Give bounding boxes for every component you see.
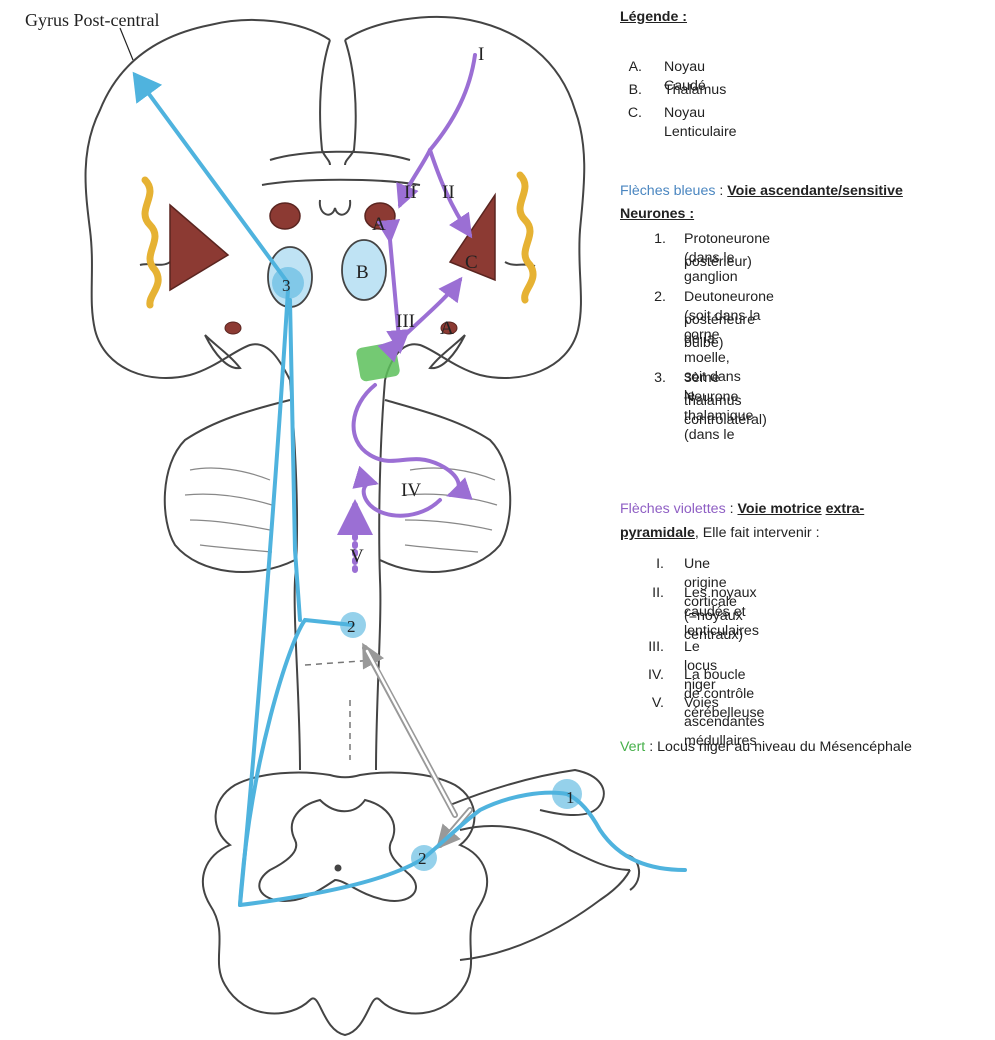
- insula-left: [145, 180, 158, 305]
- neurone-number: 3.: [644, 369, 666, 388]
- roman-number: IV.: [642, 666, 664, 685]
- separator: :: [726, 501, 738, 517]
- green-rest: : Locus niger au niveau du Mésencéphale: [645, 739, 912, 755]
- label-IV: IV: [401, 480, 421, 501]
- legend-title: Légende :: [620, 8, 687, 27]
- blue-root: [424, 793, 685, 870]
- caudate-nucleus-left: [270, 203, 300, 229]
- label-V: V: [350, 546, 364, 567]
- brain-outline: [86, 17, 585, 380]
- legend-letter: B.: [620, 81, 642, 100]
- neurone-line: bulbe): [684, 334, 723, 353]
- violet-rest: , Elle fait intervenir :: [695, 525, 820, 541]
- locus-niger: [355, 342, 400, 382]
- label-A-right: A: [440, 318, 454, 339]
- neurones-title: Neurones :: [620, 205, 694, 224]
- label-C: C: [465, 252, 478, 273]
- neurone-line: postérieur): [684, 253, 752, 272]
- violet-caudate-niger: [390, 240, 400, 350]
- violet-cortical-origin: [430, 55, 475, 150]
- label-II-right: II: [442, 182, 455, 203]
- neurone-number: 2.: [644, 288, 666, 307]
- label-node-2-upper: 2: [347, 617, 356, 636]
- label-node-2-lower: 2: [418, 849, 427, 868]
- label-II-left: II: [404, 182, 417, 203]
- roman-number: II.: [642, 584, 664, 603]
- label-A-left: A: [372, 214, 386, 235]
- legend-text: Noyau Lenticulaire: [664, 104, 737, 142]
- legend-text: Thalamus: [664, 81, 726, 100]
- label-node-1: 1: [566, 788, 575, 807]
- label-I: I: [478, 44, 484, 65]
- roman-number: I.: [642, 555, 664, 574]
- violet-arrows-header: Flèches violettes : Voie motrice extra-: [620, 500, 864, 519]
- label-B: B: [356, 262, 369, 283]
- legend-letter: A.: [620, 58, 642, 77]
- violet-keyword-3: pyramidale: [620, 525, 695, 541]
- neurone-line: thalamus controlatéral): [684, 392, 767, 430]
- small-nucleus-left: [225, 322, 241, 334]
- blue-lemniscus: [290, 300, 300, 620]
- neurone-number: 1.: [644, 230, 666, 249]
- roman-number: III.: [642, 638, 664, 657]
- label-node-3: 3: [282, 276, 291, 295]
- green-label: Vert: [620, 739, 645, 755]
- roman-number: V.: [642, 694, 664, 713]
- violet-arrows-header-line2: pyramidale, Elle fait intervenir :: [620, 524, 820, 543]
- violet-keyword-1: Voie motrice: [738, 501, 822, 517]
- violet-keyword-2: extra-: [826, 501, 865, 517]
- lenticular-nucleus-left: [170, 205, 228, 290]
- brainstem-outline: [165, 380, 510, 770]
- label-III: III: [396, 311, 415, 332]
- blue-ascending: [240, 290, 288, 905]
- violet-arrows-label: Flèches violettes: [620, 501, 726, 517]
- violet-loop-top: [354, 385, 459, 495]
- gyrus-postcentral-label: Gyrus Post-central: [25, 10, 159, 30]
- green-legend-line: Vert : Locus niger au niveau du Mésencép…: [620, 738, 912, 757]
- insula-right: [520, 175, 533, 300]
- blue-arrows-label: Flèches bleues: [620, 183, 715, 199]
- blue-arrows-keyword: Voie ascendante/sensitive: [727, 183, 903, 199]
- blue-arrows-header: Flèches bleues : Voie ascendante/sensiti…: [620, 182, 903, 201]
- separator: :: [715, 183, 727, 199]
- legend-letter: C.: [620, 104, 642, 123]
